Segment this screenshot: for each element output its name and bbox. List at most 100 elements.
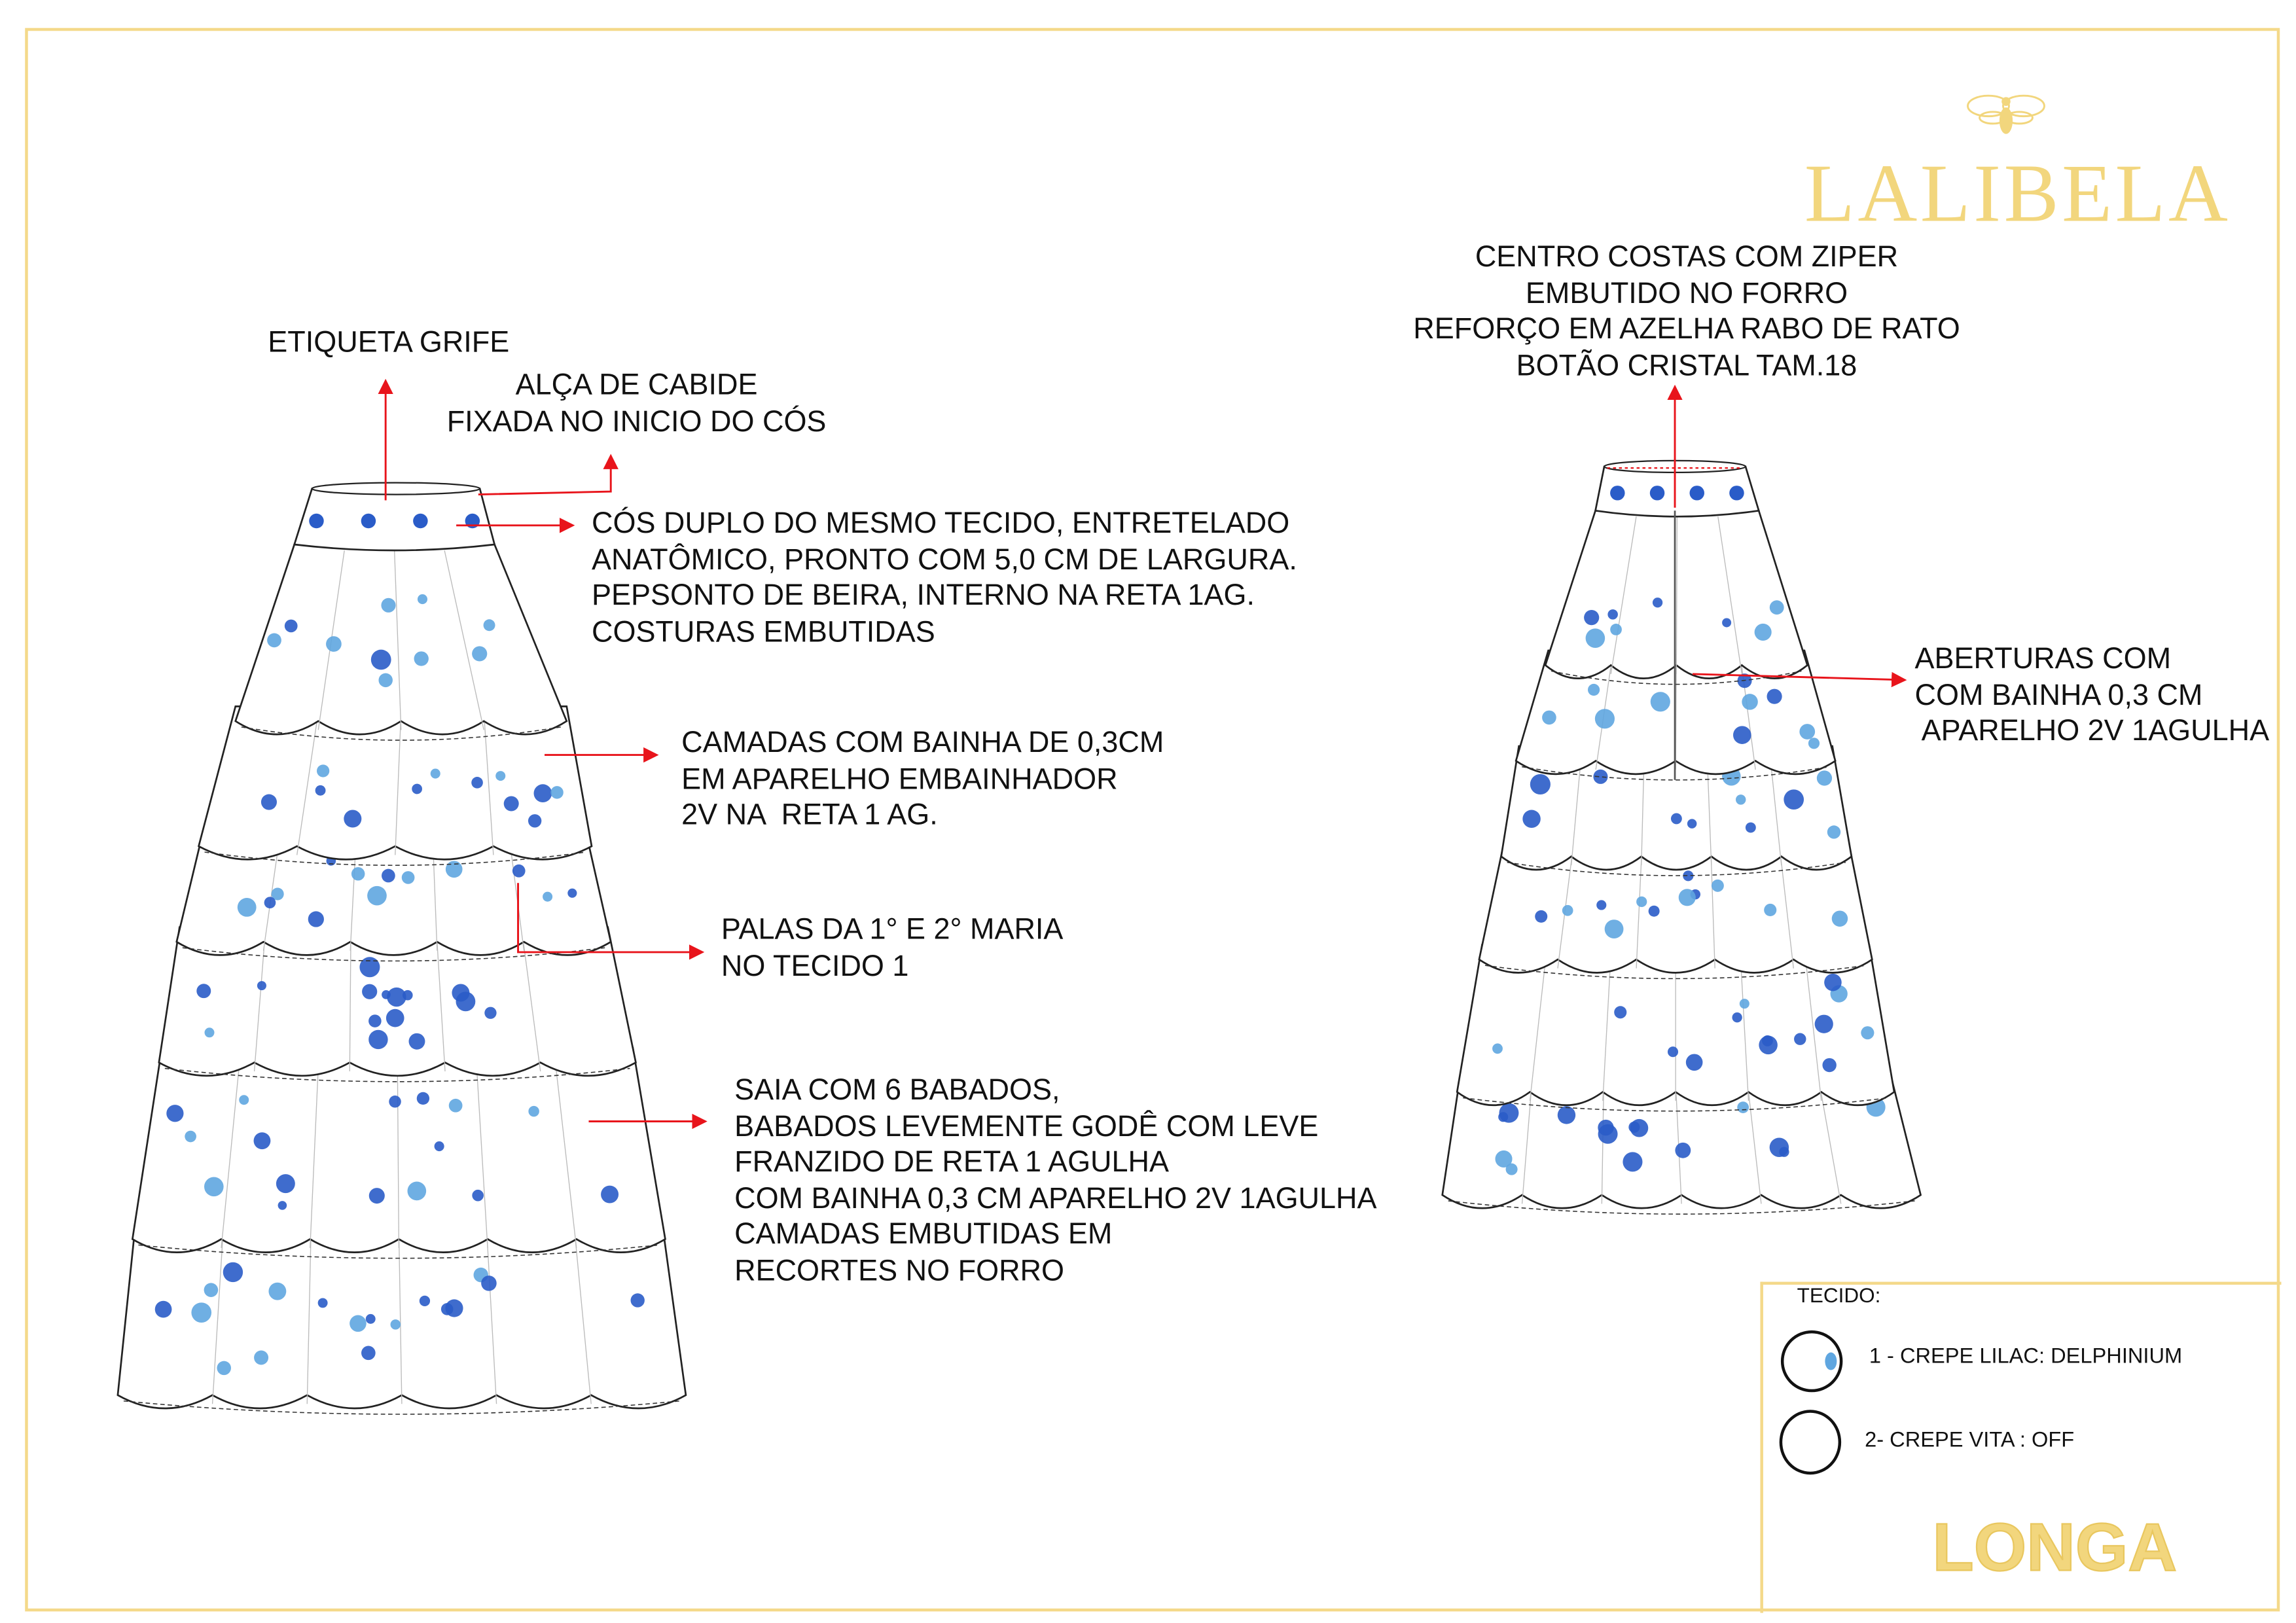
note-line: COM BAINHA 0,3 CM	[1914, 679, 2203, 712]
flower-print	[361, 513, 376, 529]
fold-line	[1747, 1082, 1762, 1204]
fold-line	[1521, 1082, 1533, 1204]
swatch-off	[1779, 1410, 1842, 1475]
fold-line	[1529, 950, 1547, 1101]
fold-line	[310, 1054, 319, 1248]
flower-print	[278, 1201, 287, 1210]
flower-print	[370, 649, 391, 670]
flower-print	[389, 1096, 401, 1108]
fold-line	[1602, 950, 1612, 1101]
flower-print	[495, 771, 506, 781]
fold-line	[444, 550, 484, 730]
flower-print	[271, 887, 284, 901]
flower-print	[1594, 709, 1615, 729]
flower-print	[1722, 618, 1732, 628]
fold-line	[1740, 950, 1749, 1101]
flower-print	[223, 1262, 243, 1283]
flower-print	[481, 1275, 497, 1291]
flower-print	[413, 513, 428, 529]
flower-print	[601, 1185, 619, 1204]
waistband	[293, 488, 496, 552]
fold-line	[221, 1054, 241, 1248]
page-frame	[25, 27, 2280, 1612]
flower-print	[1754, 623, 1772, 641]
flower-print	[472, 1189, 484, 1202]
note-line: CÓS DUPLO DO MESMO TECIDO, ENTRETELADO	[591, 507, 1290, 541]
flower-print	[1648, 905, 1660, 917]
flower-print	[1650, 692, 1670, 712]
flower-print	[1808, 738, 1820, 749]
flower-print	[1495, 1150, 1513, 1168]
flower-print	[471, 777, 483, 789]
note-line: COSTURAS EMBUTIDAS	[591, 616, 935, 649]
front-skirt-drawing	[117, 482, 687, 1415]
fold-line	[1676, 516, 1678, 674]
hem-stitch	[138, 1244, 660, 1259]
fold-line	[393, 550, 402, 730]
fold-line	[1610, 516, 1637, 675]
note-line: BABADOS LEVEMENTE GODÊ COM LEVE	[734, 1110, 1319, 1143]
flower-print	[503, 796, 519, 812]
flower-print	[1593, 769, 1608, 784]
flower-print	[1670, 813, 1682, 825]
flower-print	[1614, 1006, 1627, 1019]
flower-print	[484, 1007, 497, 1019]
flower-print	[1764, 903, 1777, 917]
arrow-openings	[1692, 671, 1907, 688]
fold-line	[397, 1054, 400, 1248]
flower-print	[1535, 910, 1548, 923]
flower-print	[528, 1105, 539, 1117]
flower-print	[1610, 486, 1625, 501]
note-line: APARELHO 2V 1AGULHA	[1914, 715, 2270, 748]
note-line: ANATÔMICO, PRONTO COM 5,0 CM DE LARGURA.	[591, 543, 1297, 577]
note-line: EMBUTIDO NO FORRO	[1525, 277, 1848, 310]
note-line: PEPSONTO DE BEIRA, INTERNO NA RETA 1AG.	[591, 579, 1255, 613]
flower-print	[1585, 628, 1605, 648]
hem-stitch	[241, 726, 561, 741]
flower-print	[1745, 822, 1756, 833]
flower-print	[1636, 896, 1647, 908]
flower-print	[1685, 1054, 1703, 1071]
fold-line	[574, 1230, 592, 1404]
note-line: FIXADA NO INICIO DO CÓS	[446, 405, 827, 438]
flower-print	[381, 597, 396, 613]
flower-print	[417, 594, 428, 605]
note-line: REFORÇO EM AZELHA RABO DE RATO	[1413, 313, 1960, 346]
flower-print	[237, 897, 257, 917]
fabric-legend-title: TECIDO:	[1797, 1283, 1881, 1307]
flower-print	[390, 1319, 401, 1330]
flower-print	[267, 633, 281, 648]
fold-line	[1769, 752, 1782, 866]
flower-print	[350, 1315, 367, 1332]
note-line: SAIA COM 6 BABADOS,	[734, 1074, 1060, 1107]
flower-print	[1831, 910, 1848, 927]
flower-print	[550, 786, 564, 799]
arrow-yokes	[517, 883, 705, 960]
flower-print	[445, 1299, 463, 1317]
flower-print	[1584, 610, 1600, 626]
flower-print	[1687, 819, 1697, 829]
fabric-legend-box	[1760, 1281, 2282, 1613]
fold-line	[1636, 847, 1643, 969]
fold-line	[395, 712, 402, 855]
flower-print	[362, 984, 378, 999]
flower-print	[408, 1033, 425, 1050]
hem-stitch	[1551, 670, 1802, 685]
flower-print	[1769, 600, 1784, 615]
fold-line	[1819, 1082, 1842, 1204]
flower-print	[434, 1141, 444, 1152]
flower-print	[361, 1346, 376, 1361]
flower-print	[1628, 1121, 1640, 1133]
flower-print	[368, 1029, 388, 1050]
flower-print	[191, 1302, 212, 1323]
flower-print	[317, 1298, 328, 1308]
flower-print	[1562, 904, 1573, 916]
flower-print	[1598, 1124, 1618, 1144]
note-line: RECORTES NO FORRO	[734, 1255, 1065, 1287]
